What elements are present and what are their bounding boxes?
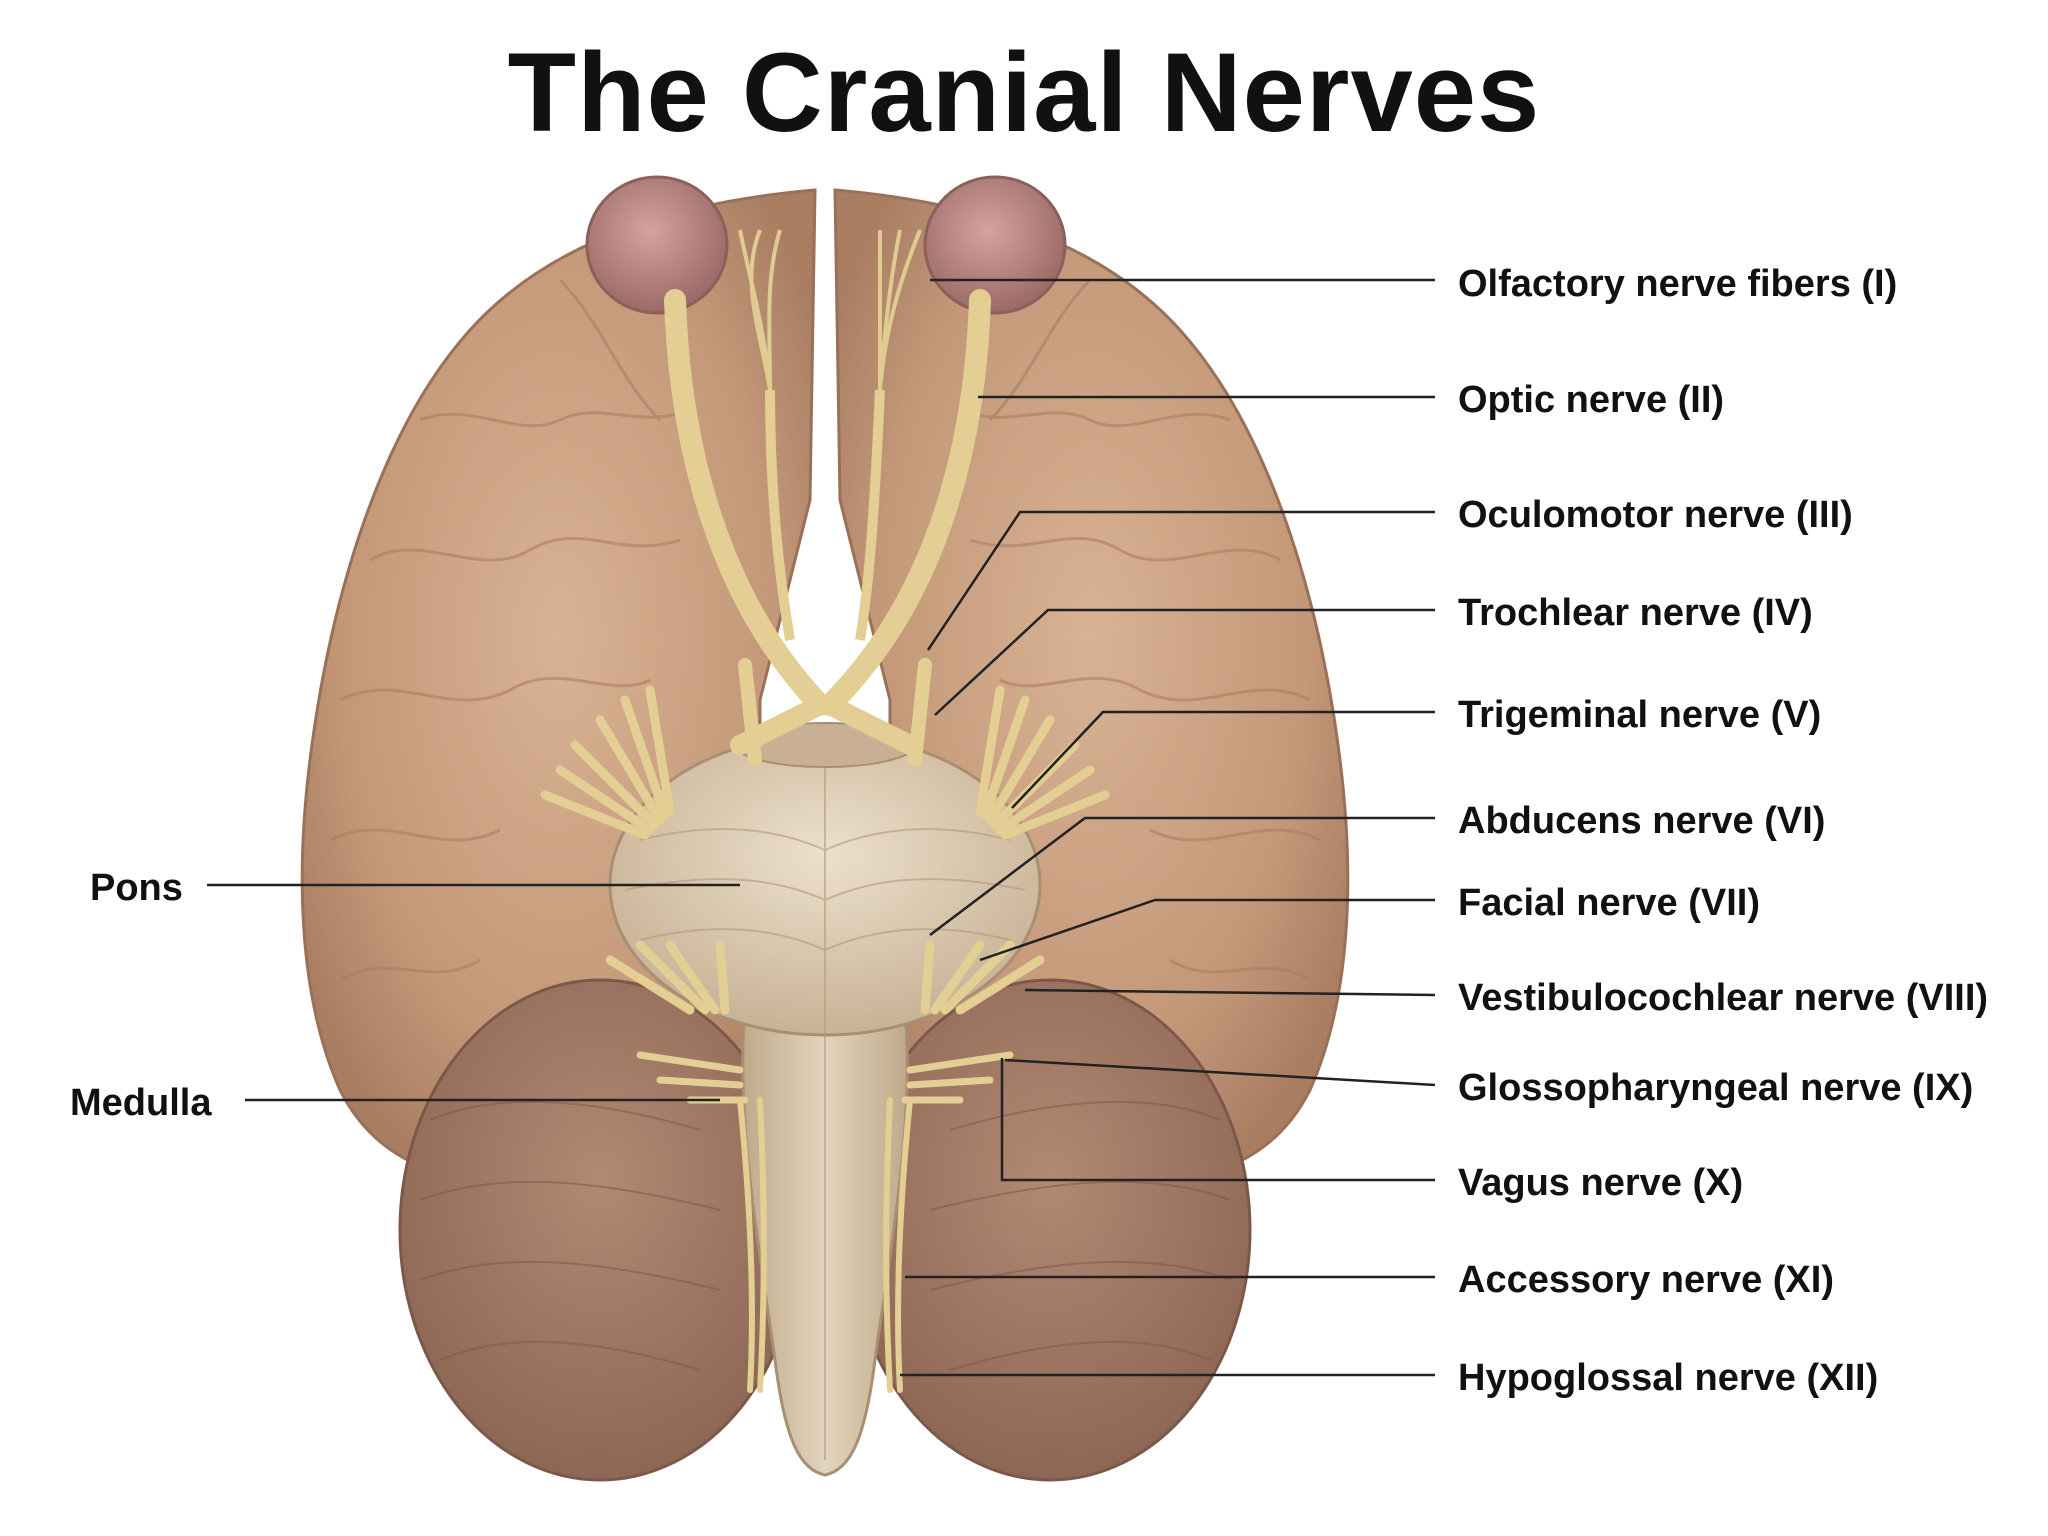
label-vagus: Vagus nerve (X)	[1458, 1162, 1743, 1204]
label-glossopharyngeal: Glossopharyngeal nerve (IX)	[1458, 1067, 1973, 1109]
leader-lines-left	[207, 883, 740, 1102]
label-hypoglossal: Hypoglossal nerve (XII)	[1458, 1357, 1878, 1399]
leader-oculomotor	[926, 510, 1435, 651]
leader-vestibulocochlear	[1024, 988, 1436, 997]
label-pons: Pons	[90, 867, 183, 909]
label-trigeminal: Trigeminal nerve (V)	[1458, 694, 1821, 736]
label-accessory: Accessory nerve (XI)	[1458, 1259, 1834, 1301]
leader-glossopharyngeal	[1004, 1058, 1436, 1087]
label-olfactory: Olfactory nerve fibers (I)	[1458, 263, 1897, 305]
label-medulla: Medulla	[70, 1082, 212, 1124]
leader-vagus	[1000, 1058, 1435, 1182]
page-title: The Cranial Nerves	[507, 30, 1541, 155]
labels-right: Olfactory nerve fibers (I) Optic nerve (…	[1458, 263, 1988, 1399]
right-cerebellar-hemisphere	[848, 978, 1252, 1482]
label-trochlear: Trochlear nerve (IV)	[1458, 592, 1813, 634]
cerebellum	[398, 978, 1252, 1482]
leader-abducens	[929, 816, 1435, 936]
left-olfactory-bulb	[585, 175, 729, 315]
leader-lines-right	[900, 278, 1436, 1377]
label-oculomotor: Oculomotor nerve (III)	[1458, 494, 1853, 536]
leader-facial	[979, 898, 1435, 962]
label-facial: Facial nerve (VII)	[1458, 882, 1760, 924]
labels-left: Pons Medulla	[70, 867, 212, 1124]
leader-trigeminal	[1011, 710, 1435, 809]
label-abducens: Abducens nerve (VI)	[1458, 800, 1825, 842]
label-optic: Optic nerve (II)	[1458, 379, 1724, 421]
leader-trochlear	[934, 608, 1435, 716]
label-vestibulocochlear: Vestibulocochlear nerve (VIII)	[1458, 977, 1988, 1019]
right-olfactory-bulb	[923, 175, 1067, 315]
left-cerebellar-hemisphere	[398, 978, 802, 1482]
